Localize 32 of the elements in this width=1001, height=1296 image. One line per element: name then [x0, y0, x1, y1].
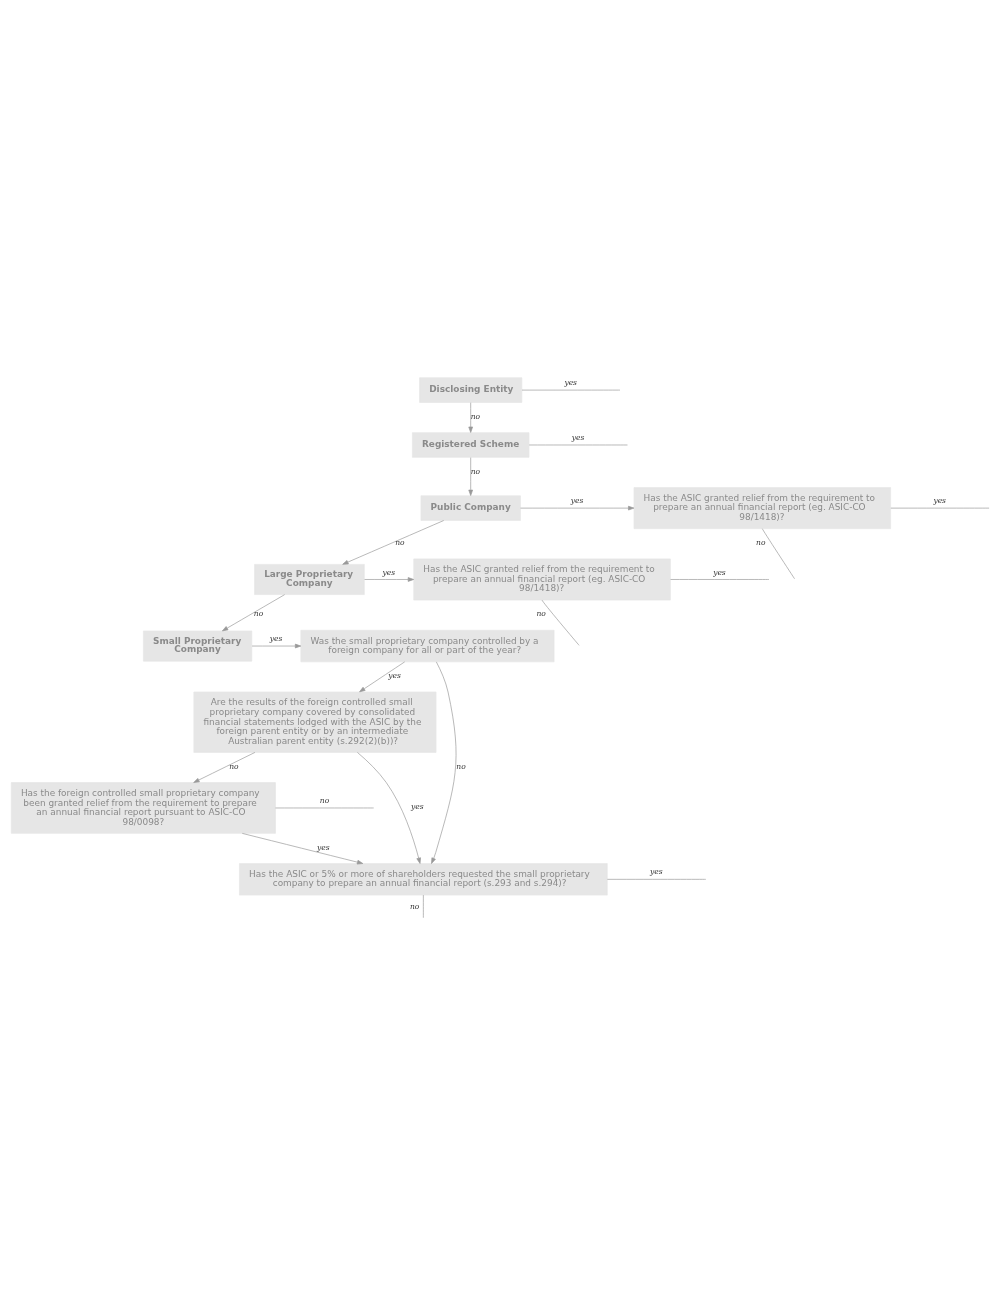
arrow	[342, 520, 445, 565]
arrow	[359, 661, 406, 693]
arrow	[357, 752, 421, 864]
node-box: Was the small proprietary company controlled by a foreign company for all or part of the year?	[300, 629, 555, 663]
connector	[890, 507, 990, 509]
connector	[541, 599, 580, 646]
node-box: Public Company	[420, 495, 521, 521]
node-box: Disclosing Entity	[419, 377, 523, 403]
connector	[423, 894, 424, 919]
connector	[521, 389, 621, 391]
node-box: Has the ASIC or 5% or more of shareholders requested the small proprietary company to prepare an annual financial report (s.293 and s.294)?	[239, 863, 608, 896]
node-box: Are the results of the foreign controlled small proprietary company covered by consolidated financial statements lodged with the ASIC by the foreign parent entity or by an intermediate Australian parent entity (s.292(2)(b))?	[193, 691, 437, 753]
connector	[761, 528, 795, 580]
arrow	[468, 402, 473, 433]
arrow	[468, 457, 473, 496]
node-box: Large Proprietary Company	[254, 564, 365, 595]
arrow	[241, 833, 364, 865]
arrow	[431, 661, 457, 864]
node-box: Has the ASIC granted relief from the requirement to prepare an annual financial report (eg. ASIC-CO 98/1418)?	[633, 487, 891, 530]
arrow	[364, 577, 414, 582]
node-box: Small Proprietary Company	[143, 630, 253, 662]
arrow	[520, 505, 635, 511]
node-box: Has the ASIC granted relief from the requirement to prepare an annual financial report (eg. ASIC-CO 98/1418)?	[413, 558, 671, 601]
connector	[670, 579, 770, 580]
connector	[275, 807, 374, 809]
connector	[607, 879, 707, 880]
node-box: Has the foreign controlled small proprietary company been granted relief from the requirement to prepare an annual financial report pursuant to ASIC-CO 98/0098?	[10, 782, 276, 834]
arrow	[193, 752, 256, 783]
connector	[528, 444, 628, 446]
arrow	[251, 643, 302, 649]
node-box: Registered Scheme	[412, 432, 530, 458]
arrow	[222, 594, 285, 632]
